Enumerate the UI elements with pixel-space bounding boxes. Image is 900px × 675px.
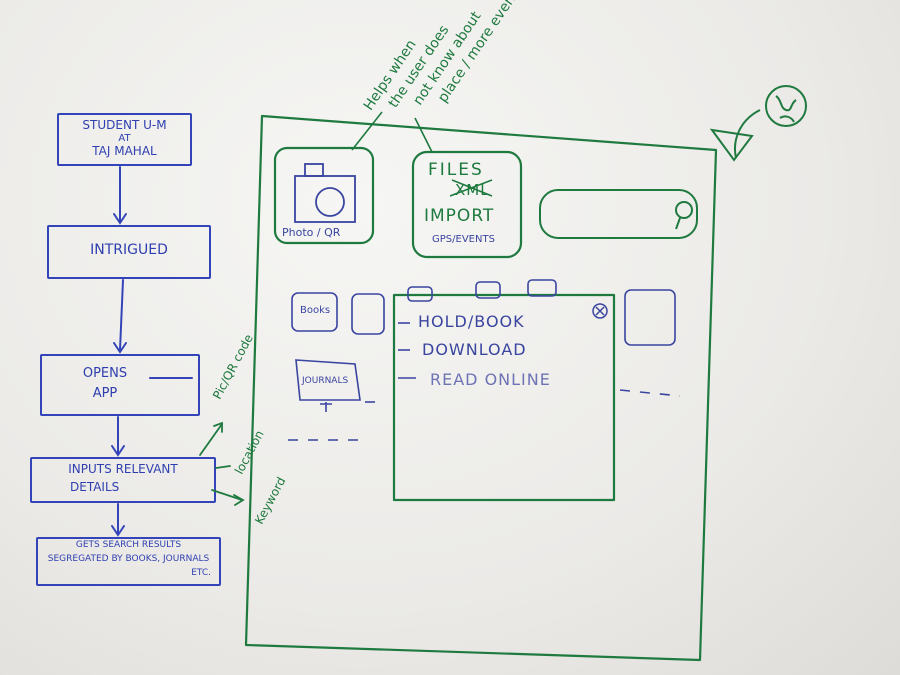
branch-arrow-pic: [199, 423, 223, 456]
search-icon: [675, 201, 693, 230]
files-panel: [411, 150, 523, 259]
flow-arrow-1-head: [113, 213, 127, 225]
photo-panel: [273, 146, 375, 245]
search-bar: [539, 189, 698, 239]
branch-arrow-keyword: [211, 489, 243, 501]
flow-arrow-3-head: [111, 445, 125, 457]
flow-box-inputs: [30, 457, 216, 503]
camera-icon: [294, 163, 356, 223]
tile-books: [291, 292, 338, 332]
files-title: FILES: [428, 160, 484, 180]
flow-step-3: OPENS APP: [40, 364, 170, 404]
flow-step-4-line1: INPUTS RELEVANT: [68, 462, 178, 476]
books-label[interactable]: Books: [300, 305, 331, 316]
flow-step-5-line1: GETS SEARCH RESULTS: [75, 540, 182, 550]
flow-arrow-4-head: [111, 525, 125, 537]
flow-step-5-line3: ETC.: [191, 568, 211, 578]
popup-read-online[interactable]: READ ONLINE: [430, 370, 551, 389]
tile-4: [475, 281, 501, 299]
files-gps-events: GPS/EVENTS: [432, 234, 495, 245]
tile-2: [351, 293, 385, 335]
files-import[interactable]: IMPORT: [424, 206, 495, 226]
flow-step-1-line3: TAJ MAHAL: [92, 144, 157, 158]
curved-arrow-icon: [709, 109, 761, 162]
tile-3: [407, 286, 433, 302]
flow-step-4: INPUTS RELEVANT DETAILS: [30, 460, 216, 496]
tile-journals: [295, 359, 361, 401]
popup-panel: [392, 293, 616, 502]
flow-step-3-line1: OPENS: [82, 366, 128, 381]
files-xml: XML: [455, 181, 490, 199]
journals-label[interactable]: JOURNALS: [302, 376, 349, 386]
flow-arrow-2: [119, 279, 124, 351]
tile-5: [527, 279, 557, 297]
flow-arrow-2-head: [113, 342, 127, 354]
flow-step-3-line2: APP: [92, 386, 118, 401]
tile-journals-mark: [320, 402, 332, 412]
close-icon: [592, 303, 608, 319]
flow-box-intrigued: [47, 225, 211, 279]
flow-step-1-line2: AT: [118, 133, 131, 144]
branch-arrow-pic-head: [213, 421, 223, 433]
flow-step-5: GETS SEARCH RESULTS SEGREGATED BY BOOKS,…: [36, 538, 221, 580]
globe-icon: [765, 85, 807, 127]
photo-qr-label[interactable]: Photo / QR: [282, 226, 341, 239]
flow-step-2: INTRIGUED: [90, 242, 168, 258]
branch-arrow-location: [215, 465, 231, 469]
flow-step-4-line2: DETAILS: [70, 480, 120, 494]
flow-box-student: [57, 113, 192, 166]
tile-6: [624, 289, 676, 346]
flow-step-5-line2: SEGREGATED BY BOOKS, JOURNALS: [47, 554, 210, 564]
note-pointer-1: [351, 111, 383, 151]
flow-step-1-line1: STUDENT U-M: [82, 118, 167, 132]
dash-row-2: [619, 389, 681, 397]
popup-download[interactable]: DOWNLOAD: [422, 340, 527, 359]
xml-strike: [449, 179, 493, 197]
note-pointer-2: [414, 117, 433, 153]
flow-box-opens: [40, 354, 200, 416]
branch-arrow-keyword-head: [233, 494, 245, 506]
popup-hold-book[interactable]: HOLD/BOOK: [418, 312, 525, 331]
flow-step-1: STUDENT U-M AT TAJ MAHAL: [62, 118, 187, 159]
app-frame: [244, 114, 718, 662]
flow-box-results: [36, 537, 221, 586]
